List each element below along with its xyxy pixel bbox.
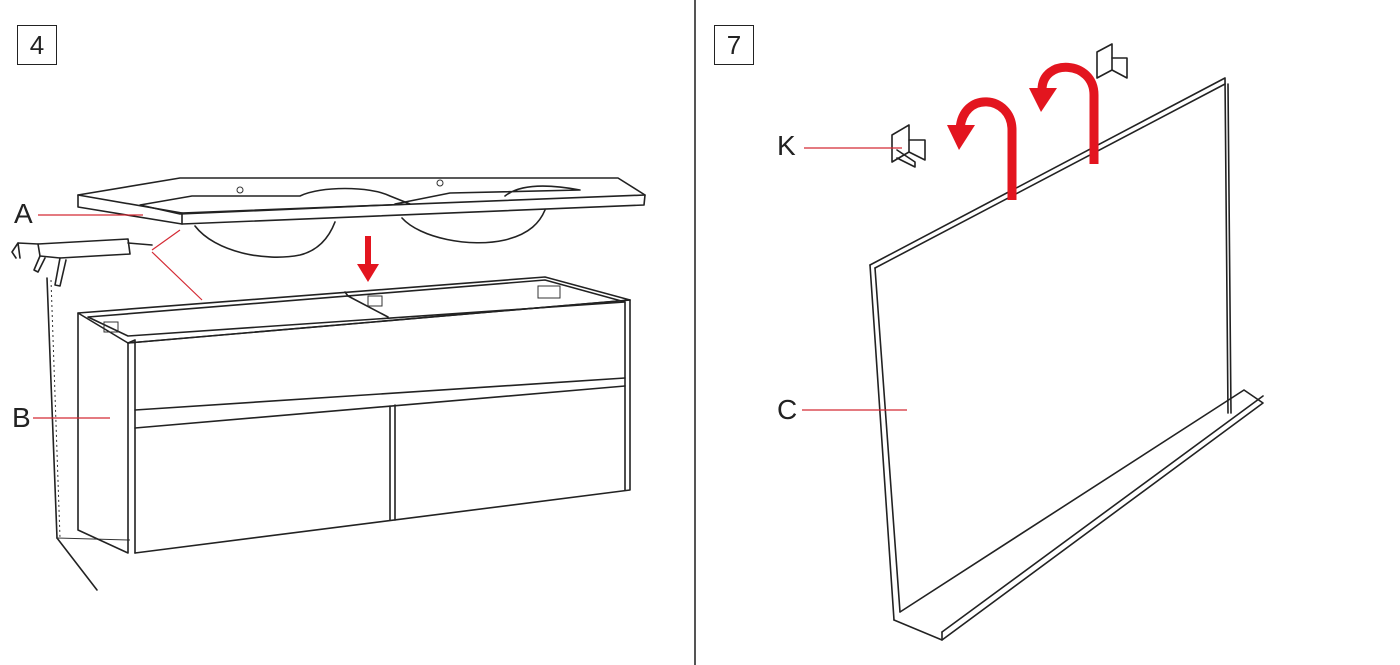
wall [46, 277, 131, 591]
panel-divider [694, 0, 696, 665]
bracket-k-icon [1096, 43, 1128, 79]
step-7-panel: 7 [697, 0, 1400, 665]
hang-arrow-icon [947, 97, 1017, 200]
part-label-c: C [777, 394, 798, 425]
washbasin-top [77, 177, 646, 258]
part-label-a: A [14, 198, 33, 229]
step-number: 4 [29, 29, 45, 60]
part-label-k: K [777, 130, 796, 161]
step-number: 7 [726, 29, 742, 60]
hang-arrow-icon [1029, 62, 1099, 164]
cabinet-body [77, 276, 631, 554]
step-4-panel: 4 [0, 0, 695, 665]
label-leaders [802, 147, 907, 411]
mirror-panel [869, 77, 1264, 641]
part-label-b: B [12, 402, 31, 433]
label-leaders [33, 214, 203, 419]
step-number-box: 7 [714, 25, 754, 65]
silicone-gun-icon [11, 238, 153, 287]
vanity-assembly-illustration [11, 177, 646, 591]
down-arrow-icon [357, 236, 379, 282]
step-number-box: 4 [17, 25, 57, 65]
mirror-assembly-illustration [802, 43, 1264, 641]
bracket-k-icon [891, 124, 926, 168]
